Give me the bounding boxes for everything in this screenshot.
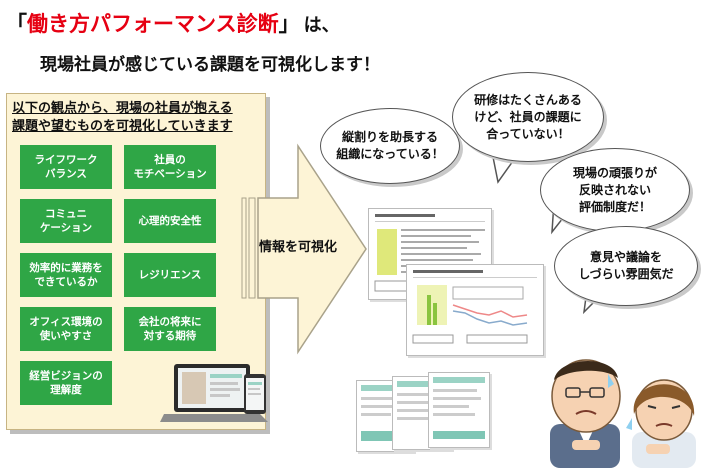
tile-vision-understanding: 経営ビジョンの 理解度: [20, 361, 112, 405]
tile-efficiency: 効率的に業務を できているか: [20, 253, 112, 297]
speech-bubble-silo: 縦割りを助長する 組織になっている！: [320, 108, 460, 184]
tile-psychological-safety: 心理的安全性: [124, 199, 216, 243]
panel-intro: 以下の観点から、現場の社員が抱える 課題や望むものを可視化していきます: [12, 100, 262, 136]
speech-bubble-training: 研修はたくさんある けど、社員の課題に 合っていない！: [452, 72, 604, 162]
headline-open-quote: 「: [6, 12, 27, 36]
tile-company-future: 会社の将来に 対する期待: [124, 307, 216, 351]
tile-work-life-balance: ライフワーク バランス: [20, 145, 112, 189]
headline-particle: は、: [303, 15, 340, 36]
visualize-label: 情報を可視化: [259, 240, 338, 255]
visualize-arrow: [241, 143, 367, 355]
laptop-illustration: [160, 364, 268, 422]
worried-employees-illustration: [550, 359, 696, 468]
screen-thumbnail-3: [428, 372, 490, 448]
speech-bubble-evaluation: 現場の頑張りが 反映されない 評価制度だ！: [540, 148, 690, 232]
tile-communication: コミュニ ケーション: [20, 199, 112, 243]
panel-intro-line2: 課題や望むものを可視化していきます: [12, 119, 233, 134]
speech-bubble-discussion: 意見や議論を しづらい雰囲気だ: [554, 226, 698, 306]
tile-motivation: 社員の モチベーション: [124, 145, 216, 189]
headline-close-quote: 」: [278, 12, 300, 36]
headline-subtitle: 現場社員が感じている課題を可視化します！: [40, 55, 380, 75]
panel-intro-line1: 以下の観点から、現場の社員が抱える: [12, 101, 233, 116]
service-name: 働き方パフォーマンス診断: [27, 12, 279, 36]
tile-resilience: レジリエンス: [124, 253, 216, 297]
tile-office-environment: オフィス環境の 使いやすさ: [20, 307, 112, 351]
headline: 「働き方パフォーマンス診断」は、: [6, 8, 340, 38]
report-thumbnail-2: [406, 264, 544, 356]
